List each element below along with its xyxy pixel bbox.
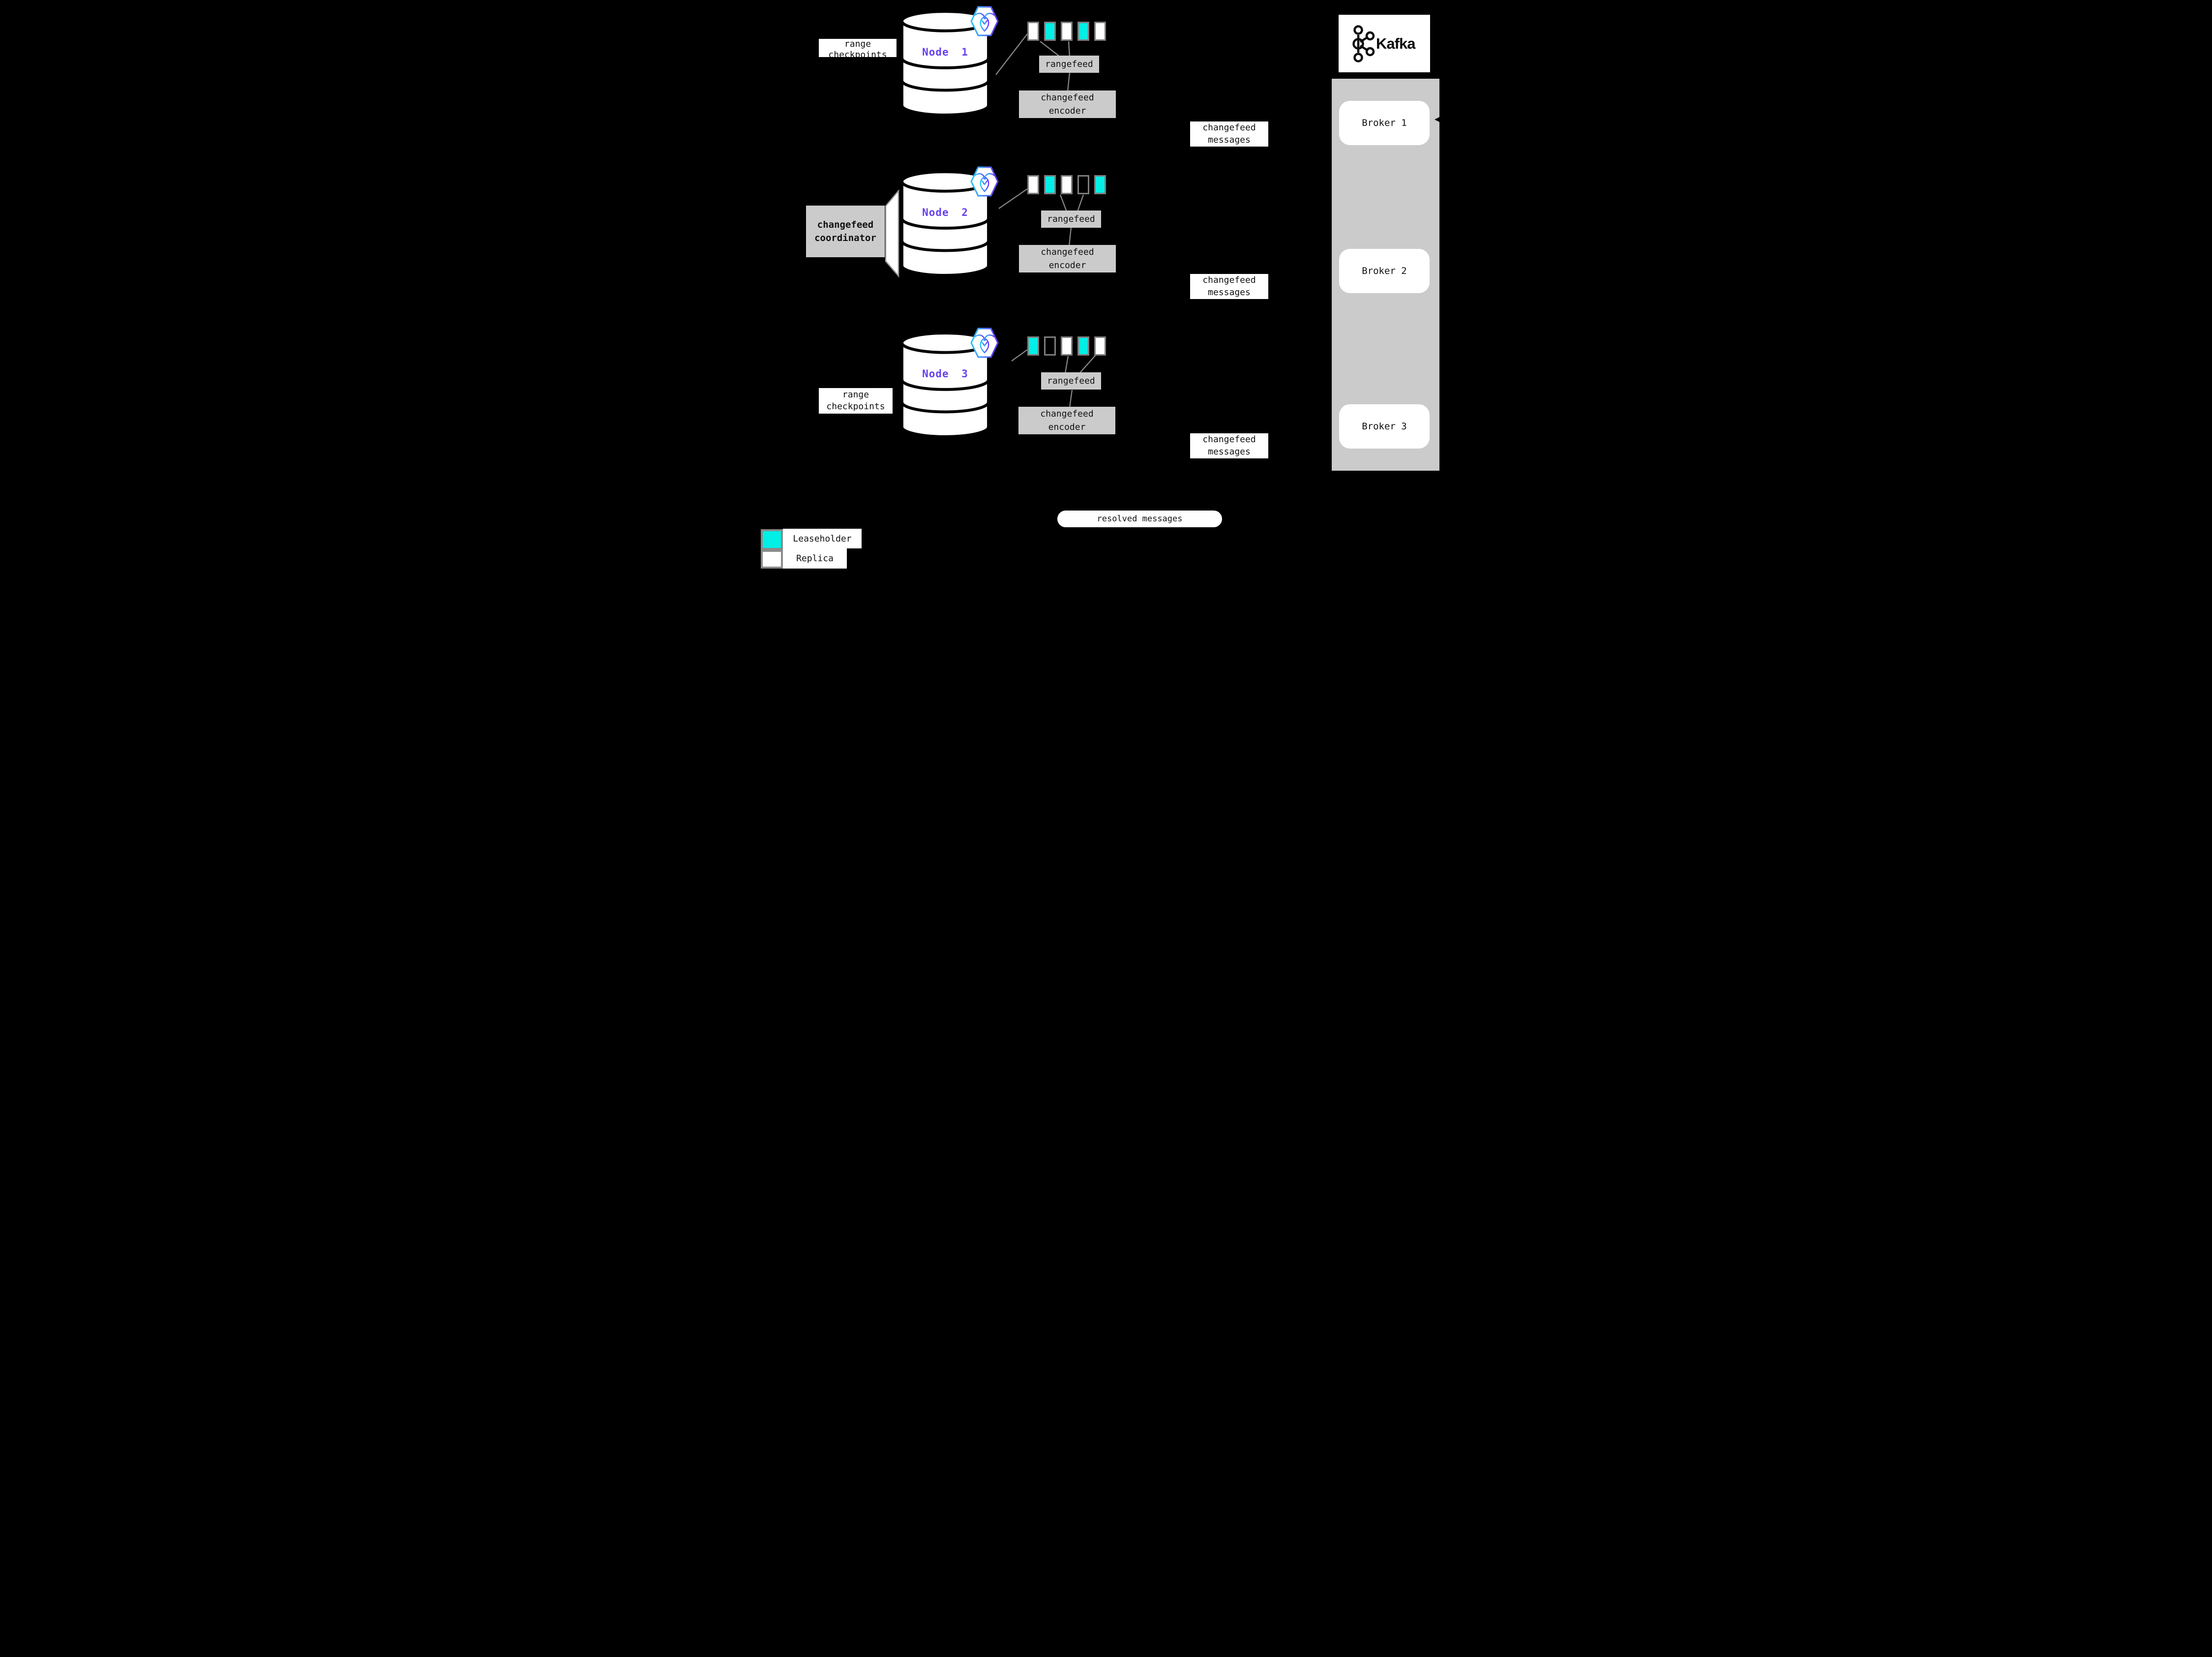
kafka-brand-label: Kafka bbox=[1376, 34, 1415, 52]
legend-replica-swatch bbox=[761, 550, 783, 569]
changefeed-coordinator-label: changefeed coordinator bbox=[806, 206, 885, 257]
node1-range-5 bbox=[1094, 22, 1106, 41]
node2-range-strip bbox=[1027, 175, 1106, 194]
node1-rangefeed-label: rangefeed bbox=[1045, 59, 1093, 69]
broker-3-label: Broker 3 bbox=[1362, 421, 1407, 432]
node1-name: Node 1 bbox=[922, 46, 968, 58]
resolved-messages-pill: resolved messages bbox=[1057, 511, 1222, 527]
node2-range-2 bbox=[1044, 175, 1056, 194]
node3-changefeed-messages-label: changefeed messages bbox=[1190, 433, 1268, 458]
node1-range-strip bbox=[1027, 22, 1106, 41]
node3-changefeed-encoder-box: changefeed encoder bbox=[1018, 407, 1115, 434]
node3-range-2 bbox=[1044, 336, 1056, 356]
node3-name: Node 3 bbox=[922, 368, 968, 380]
cockroachdb-icon bbox=[970, 6, 999, 38]
legend-leaseholder-label: Leaseholder bbox=[783, 529, 862, 548]
node3-rangefeed-label: rangefeed bbox=[1047, 376, 1095, 386]
changefeed-architecture-diagram: Node 1 range checkpoints bbox=[720, 0, 1492, 577]
broker-2-box: Broker 2 bbox=[1339, 249, 1430, 293]
node1-changefeed-encoder-box: changefeed encoder bbox=[1019, 90, 1116, 118]
node2-range-5 bbox=[1094, 175, 1106, 194]
node1-range-2 bbox=[1044, 22, 1056, 41]
node1-rangefeed-box: rangefeed bbox=[1039, 56, 1099, 73]
coordinator-callout-flap bbox=[885, 189, 899, 278]
cockroachdb-icon bbox=[970, 328, 999, 360]
node1-range-1 bbox=[1027, 22, 1039, 41]
node3-range-3 bbox=[1061, 336, 1073, 356]
node2-rangefeed-box: rangefeed bbox=[1041, 211, 1101, 228]
node2-changefeed-messages-label: changefeed messages bbox=[1190, 274, 1268, 299]
cockroachdb-icon bbox=[970, 166, 999, 199]
node2-name: Node 2 bbox=[922, 207, 968, 218]
kafka-logo-box: Kafka bbox=[1339, 15, 1430, 72]
connector-lines bbox=[885, 33, 1439, 408]
node3-range-5 bbox=[1094, 336, 1106, 356]
node3-range-strip bbox=[1027, 336, 1106, 356]
node2-changefeed-encoder-box: changefeed encoder bbox=[1019, 245, 1116, 272]
broker-2-label: Broker 2 bbox=[1362, 266, 1407, 276]
legend-replica-text: Replica bbox=[796, 553, 834, 564]
node3-cylinder: Node 3 bbox=[899, 331, 991, 439]
node3-range-checkpoints-label: range checkpoints bbox=[819, 388, 893, 414]
legend-leaseholder-swatch bbox=[761, 529, 783, 550]
broker-1-box: Broker 1 bbox=[1339, 101, 1430, 145]
node3-rangefeed-box: rangefeed bbox=[1041, 372, 1101, 390]
node3-range-4 bbox=[1077, 336, 1089, 356]
node1-changefeed-messages-label: changefeed messages bbox=[1190, 121, 1268, 147]
node1-cylinder: Node 1 bbox=[899, 9, 991, 117]
database-cylinder-icon bbox=[900, 331, 990, 438]
legend-replica-label: Replica bbox=[783, 548, 847, 569]
node2-range-3 bbox=[1061, 175, 1073, 194]
node2-rangefeed-label: rangefeed bbox=[1047, 214, 1095, 224]
node1-range-checkpoints-label: range checkpoints bbox=[819, 39, 897, 57]
resolved-messages-label: resolved messages bbox=[1097, 514, 1183, 524]
arrow-left-icon bbox=[1435, 117, 1439, 122]
node2-range-1 bbox=[1027, 175, 1039, 194]
broker-3-box: Broker 3 bbox=[1339, 404, 1430, 449]
kafka-logo-icon bbox=[1352, 25, 1375, 62]
broker-1-label: Broker 1 bbox=[1362, 118, 1407, 128]
node2-range-4 bbox=[1077, 175, 1089, 194]
database-cylinder-icon bbox=[900, 10, 990, 117]
node3-range-1 bbox=[1027, 336, 1039, 356]
node1-range-4 bbox=[1077, 22, 1089, 41]
node1-range-3 bbox=[1061, 22, 1073, 41]
legend-leaseholder-text: Leaseholder bbox=[793, 533, 852, 544]
